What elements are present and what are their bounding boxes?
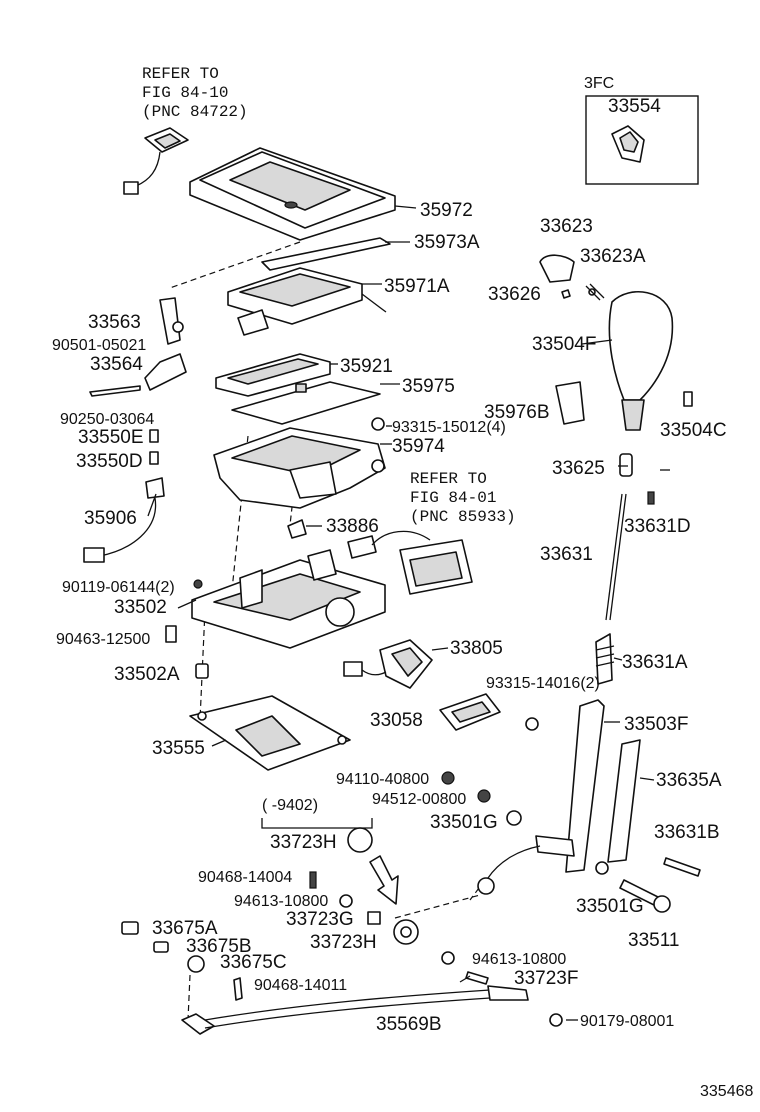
ref2-line2: FIG 84-01 [410, 489, 496, 507]
label-33631A: 33631A [622, 652, 688, 673]
label-33723H: 33723H [270, 832, 337, 853]
label-33723F: 33723F [514, 968, 578, 989]
switch-33058 [439, 693, 501, 731]
label-33511: 33511 [628, 930, 679, 951]
label-94613a: 94613-10800 [234, 893, 328, 910]
fasteners-33675 [121, 921, 243, 1001]
range-note: ( -9402) [262, 797, 318, 814]
label-33502A: 33502A [114, 664, 180, 685]
harness-right [347, 530, 473, 595]
figure-id: 335468 [700, 1083, 753, 1100]
label-90468a: 90468-14004 [198, 869, 292, 886]
label-33564: 33564 [90, 354, 143, 375]
label-33058: 33058 [370, 710, 423, 731]
label-35973A: 35973A [414, 232, 480, 253]
rod-33631 [595, 453, 655, 685]
label-33675C: 33675C [220, 952, 287, 973]
label-33631D: 33631D [624, 516, 691, 537]
plate-35921 [215, 353, 331, 397]
label-93315b: 93315-14016(2) [486, 675, 600, 692]
label-33625: 33625 [552, 458, 605, 479]
rod-35569B [181, 971, 529, 1035]
housing-35974 [213, 427, 386, 509]
labels: REFER TO FIG 84-10 (PNC 84722) 3FC 33554… [52, 65, 753, 1100]
label-33623: 33623 [540, 216, 593, 237]
knob-assembly [539, 254, 693, 431]
inset-part: 33554 [608, 96, 661, 117]
label-90179: 90179-08001 [580, 1013, 674, 1030]
bolt-90463 [165, 625, 177, 643]
label-35972: 35972 [420, 200, 473, 221]
label-33501Gb: 33501G [576, 896, 644, 917]
label-90119: 90119-06144(2) [62, 579, 175, 596]
label-90468b: 90468-14011 [254, 977, 347, 994]
label-33623A: 33623A [580, 246, 646, 267]
ref2-line3: (PNC 85933) [410, 508, 516, 526]
lever-33503F [477, 699, 605, 895]
leader-lines [147, 205, 670, 1021]
indicator-35971A [227, 267, 387, 336]
label-33675A: 33675A [152, 918, 218, 939]
label-33504C: 33504C [660, 420, 727, 441]
ref1-line1: REFER TO [142, 65, 219, 83]
label-90250: 90250-03064 [60, 411, 154, 428]
label-33503F: 33503F [624, 714, 688, 735]
inset-code: 3FC [584, 75, 614, 92]
label-35974: 35974 [392, 436, 445, 457]
label-35975: 35975 [402, 376, 455, 397]
socket-33550 [149, 429, 159, 465]
label-33550D: 33550D [76, 451, 143, 472]
label-35906: 35906 [84, 508, 137, 529]
label-93315a: 93315-15012(4) [392, 419, 506, 436]
label-94613b: 94613-10800 [472, 951, 566, 968]
label-35921: 35921 [340, 356, 393, 377]
label-33626: 33626 [488, 284, 541, 305]
label-33631B: 33631B [654, 822, 720, 843]
gasket-35973A [261, 237, 391, 271]
nut-33502A [195, 663, 209, 679]
plate-33635A [607, 739, 641, 863]
label-33675B: 33675B [186, 936, 252, 957]
cover-33555 [189, 695, 351, 771]
label-33805: 33805 [450, 638, 503, 659]
direction-arrow [369, 855, 399, 905]
slide-plate-35975 [231, 381, 381, 425]
label-90501: 90501-05021 [52, 337, 146, 354]
label-33635A: 33635A [656, 770, 722, 791]
label-94512: 94512-00800 [372, 791, 466, 808]
ref1-line2: FIG 84-10 [142, 84, 228, 102]
label-33501Ga: 33501G [430, 812, 498, 833]
pin-33631B [663, 857, 701, 877]
label-33555: 33555 [152, 738, 205, 759]
label-33886: 33886 [326, 516, 379, 537]
harness-35906 [83, 477, 165, 563]
inset-3fc [585, 95, 699, 185]
label-94110: 94110-40800 [336, 771, 429, 788]
clip-33886 [287, 519, 307, 539]
bracket-33502 [191, 549, 386, 649]
label-90463: 90463-12500 [56, 631, 150, 648]
label-33723Hb: 33723H [310, 932, 377, 953]
console-box-35972 [189, 147, 396, 241]
lock-pieces [89, 297, 187, 397]
label-35971A: 35971A [384, 276, 450, 297]
label-33631: 33631 [540, 544, 593, 565]
label-33504F: 33504F [532, 334, 596, 355]
label-35976B: 35976B [484, 402, 550, 423]
label-33563: 33563 [88, 312, 141, 333]
label-33550E: 33550E [78, 427, 144, 448]
ref2-line1: REFER TO [410, 470, 487, 488]
label-35569B: 35569B [376, 1014, 442, 1035]
label-33502: 33502 [114, 597, 167, 618]
ref1-line3: (PNC 84722) [142, 103, 248, 121]
bush-33501G [506, 810, 609, 875]
switch-connector [123, 127, 189, 195]
fasteners-center [309, 417, 563, 1027]
bolt-33511 [619, 879, 671, 913]
label-33723G: 33723G [286, 909, 354, 930]
solenoid-33805 [343, 639, 433, 689]
